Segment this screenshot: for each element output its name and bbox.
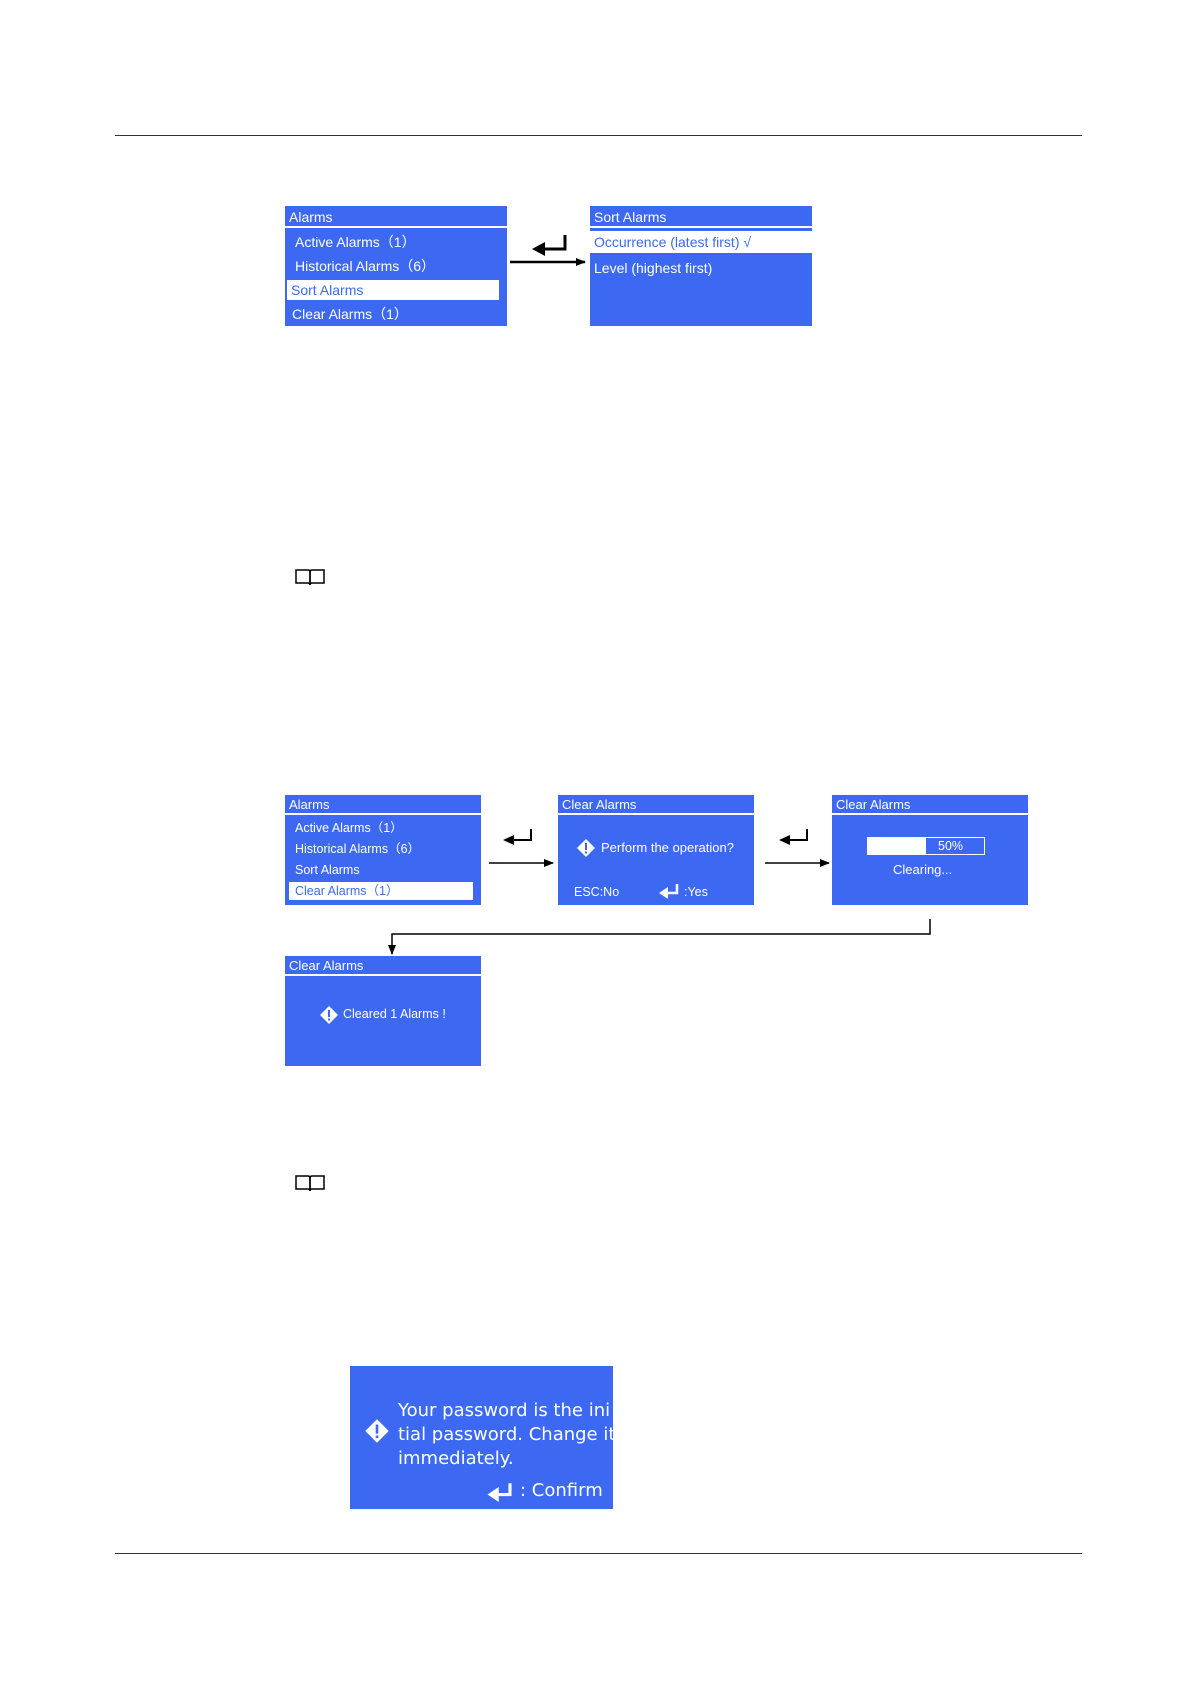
note-book-icon: [295, 569, 325, 586]
warning-icon: [365, 1419, 389, 1443]
alarms-menu-panel: Alarms Active Alarms（1） Historical Alarm…: [285, 206, 507, 326]
panel-title: Clear Alarms: [285, 956, 481, 976]
progress-bar: 50%: [867, 837, 985, 855]
menu-item-sort-alarms[interactable]: Sort Alarms: [295, 863, 360, 877]
enter-key-icon: [503, 829, 532, 845]
menu-item-clear-alarms[interactable]: Clear Alarms（1）: [292, 306, 408, 322]
menu-item-sort-alarms[interactable]: Sort Alarms: [287, 280, 499, 300]
sort-alarms-panel: Sort Alarms Occurrence (latest first) √ …: [590, 206, 812, 326]
yes-label[interactable]: :Yes: [684, 885, 708, 899]
menu-item-active-alarms[interactable]: Active Alarms（1）: [295, 821, 403, 835]
header-rule: [115, 135, 1082, 136]
menu-item-active-alarms[interactable]: Active Alarms（1）: [295, 234, 416, 250]
initial-password-dialog: Your password is the ini tial password. …: [350, 1366, 613, 1509]
clearing-status: Clearing...: [893, 862, 953, 877]
progress-percent: 50%: [938, 839, 964, 853]
sort-option-level[interactable]: Level (highest first): [594, 260, 713, 276]
note-book-icon: [295, 1175, 325, 1192]
confirm-question: Perform the operation?: [601, 840, 734, 855]
password-message-line-3: immediately.: [398, 1448, 514, 1469]
panel-title: Alarms: [285, 206, 507, 228]
menu-item-historical-alarms[interactable]: Historical Alarms（6）: [295, 842, 421, 856]
clear-alarms-confirm-panel: Clear Alarms Perform the operation? ESC:…: [558, 795, 754, 905]
menu-item-historical-alarms[interactable]: Historical Alarms（6）: [295, 258, 436, 274]
clear-alarms-progress-panel: Clear Alarms 50% Clearing...: [832, 795, 1028, 905]
menu-item-clear-alarms[interactable]: Clear Alarms（1）: [289, 882, 473, 900]
sort-option-occurrence[interactable]: Occurrence (latest first) √: [590, 231, 812, 253]
progress-bar-fill: [868, 838, 926, 854]
panel-title: Clear Alarms: [558, 795, 754, 815]
enter-key-icon: [487, 1483, 512, 1502]
confirm-label[interactable]: : Confirm: [520, 1480, 603, 1501]
panel-title: Clear Alarms: [832, 795, 1028, 815]
enter-key-icon: [659, 884, 679, 899]
cleared-message: Cleared 1 Alarms !: [343, 1007, 446, 1021]
warning-icon: [320, 1006, 338, 1024]
clear-alarms-result-panel: Clear Alarms Cleared 1 Alarms !: [285, 956, 481, 1066]
flow-connector: [388, 919, 931, 955]
warning-icon: [577, 839, 595, 857]
password-message-line-1: Your password is the ini: [398, 1400, 611, 1421]
panel-title: Sort Alarms: [590, 206, 812, 228]
alarms-menu-panel: Alarms Active Alarms（1） Historical Alarm…: [285, 795, 481, 905]
footer-rule: [115, 1553, 1082, 1554]
enter-key-icon: [532, 235, 567, 256]
esc-no-label[interactable]: ESC:No: [574, 885, 620, 899]
panel-title: Alarms: [285, 795, 481, 815]
password-message-line-2: tial password. Change it: [398, 1424, 613, 1445]
enter-key-icon: [779, 829, 808, 845]
